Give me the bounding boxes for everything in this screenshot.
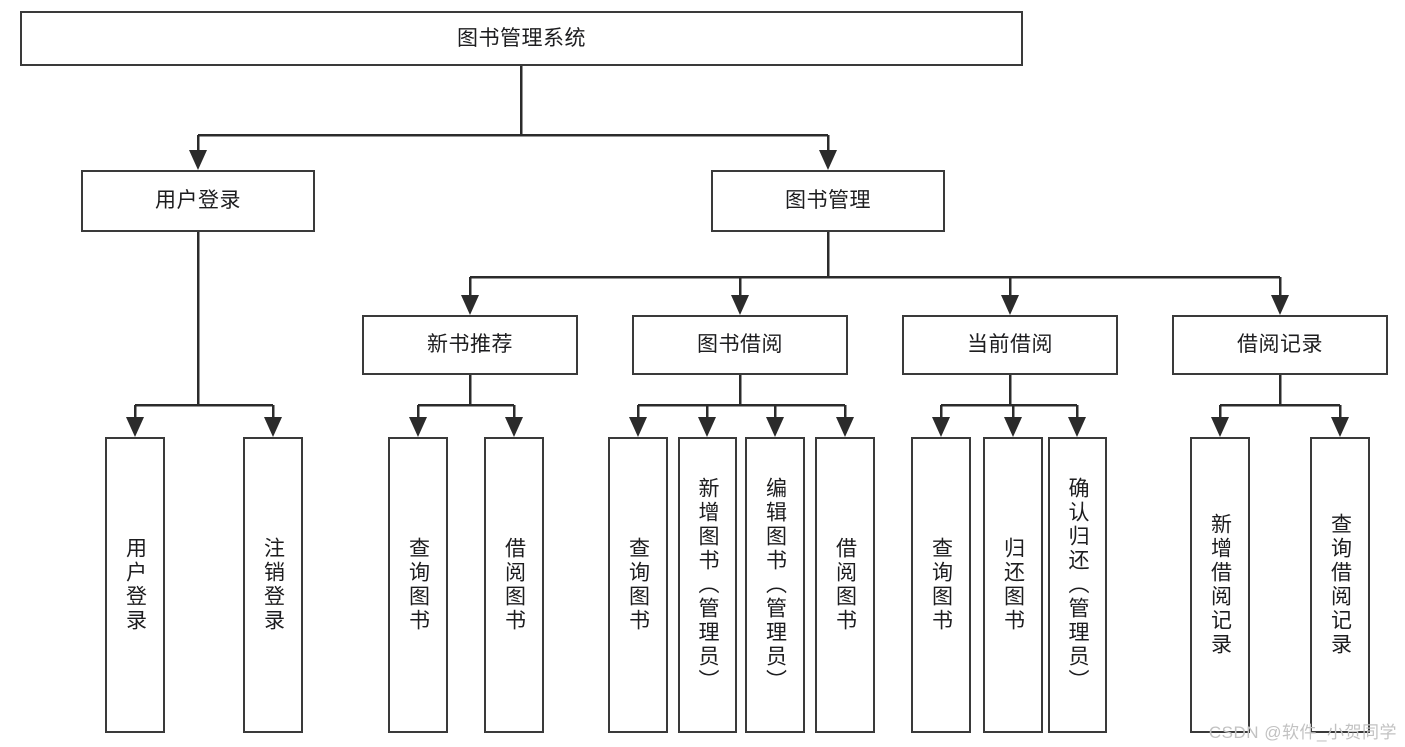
edge-arrowhead-borrow-record-to-leaves-1 bbox=[1331, 417, 1349, 437]
edge-arrowhead-borrow-record-to-leaves-0 bbox=[1211, 417, 1229, 437]
edge-arrowhead-book-borrow-to-leaves-0 bbox=[629, 417, 647, 437]
node-label-book-manage: 图书管理 bbox=[785, 189, 871, 213]
node-leaf-query-record[interactable]: 查询借阅记录 bbox=[1310, 437, 1370, 733]
node-label-borrow-record: 借阅记录 bbox=[1237, 333, 1323, 357]
node-leaf-query-book-3[interactable]: 查询图书 bbox=[911, 437, 971, 733]
node-current-borrow[interactable]: 当前借阅 bbox=[902, 315, 1118, 375]
node-leaf-confirm-return[interactable]: 确认归还（管理员） bbox=[1048, 437, 1107, 733]
node-label-leaf-query-record: 查询借阅记录 bbox=[1328, 513, 1352, 657]
edge-arrowhead-new-book-recommend-to-leaves-1 bbox=[505, 417, 523, 437]
node-label-leaf-borrow-book-1: 借阅图书 bbox=[502, 537, 526, 633]
node-book-borrow[interactable]: 图书借阅 bbox=[632, 315, 848, 375]
node-leaf-user-login[interactable]: 用户登录 bbox=[105, 437, 165, 733]
edge-arrowhead-book-borrow-to-leaves-2 bbox=[766, 417, 784, 437]
watermark-label: CSDN @软件_小贺同学 bbox=[1208, 723, 1397, 742]
node-book-manage[interactable]: 图书管理 bbox=[711, 170, 945, 232]
node-label-leaf-query-book-1: 查询图书 bbox=[406, 537, 430, 633]
node-label-new-book-recommend: 新书推荐 bbox=[427, 333, 513, 357]
node-leaf-query-book-1[interactable]: 查询图书 bbox=[388, 437, 448, 733]
node-borrow-record[interactable]: 借阅记录 bbox=[1172, 315, 1388, 375]
edge-arrowhead-book-manage-to-level3-1 bbox=[731, 295, 749, 315]
node-label-user-login: 用户登录 bbox=[155, 189, 241, 213]
edge-arrowhead-book-manage-to-level3-2 bbox=[1001, 295, 1019, 315]
edge-arrowhead-current-borrow-to-leaves-2 bbox=[1068, 417, 1086, 437]
node-label-leaf-add-record: 新增借阅记录 bbox=[1208, 513, 1232, 657]
edge-arrowhead-root-to-level2-1 bbox=[819, 150, 837, 170]
node-label-current-borrow: 当前借阅 bbox=[967, 333, 1053, 357]
node-label-leaf-user-logout: 注销登录 bbox=[261, 537, 285, 633]
node-leaf-add-book[interactable]: 新增图书（管理员） bbox=[678, 437, 737, 733]
node-leaf-add-record[interactable]: 新增借阅记录 bbox=[1190, 437, 1250, 733]
edge-arrowhead-user-login-to-leaves-0 bbox=[126, 417, 144, 437]
node-leaf-return-book[interactable]: 归还图书 bbox=[983, 437, 1043, 733]
edge-arrowhead-current-borrow-to-leaves-0 bbox=[932, 417, 950, 437]
edge-arrowhead-book-manage-to-level3-0 bbox=[461, 295, 479, 315]
node-label-leaf-query-book-2: 查询图书 bbox=[626, 537, 650, 633]
edge-arrowhead-book-manage-to-level3-3 bbox=[1271, 295, 1289, 315]
node-root[interactable]: 图书管理系统 bbox=[20, 11, 1023, 66]
node-label-book-borrow: 图书借阅 bbox=[697, 333, 783, 357]
node-label-leaf-confirm-return: 确认归还（管理员） bbox=[1066, 477, 1089, 693]
edge-arrowhead-root-to-level2-0 bbox=[189, 150, 207, 170]
node-leaf-edit-book[interactable]: 编辑图书（管理员） bbox=[745, 437, 805, 733]
node-leaf-query-book-2[interactable]: 查询图书 bbox=[608, 437, 668, 733]
edge-arrowhead-user-login-to-leaves-1 bbox=[264, 417, 282, 437]
edge-arrowhead-new-book-recommend-to-leaves-0 bbox=[409, 417, 427, 437]
edge-arrowhead-book-borrow-to-leaves-3 bbox=[836, 417, 854, 437]
node-label-leaf-user-login: 用户登录 bbox=[123, 537, 147, 633]
edge-arrowhead-book-borrow-to-leaves-1 bbox=[698, 417, 716, 437]
edge-arrowhead-current-borrow-to-leaves-1 bbox=[1004, 417, 1022, 437]
node-leaf-borrow-book-1[interactable]: 借阅图书 bbox=[484, 437, 544, 733]
node-label-leaf-query-book-3: 查询图书 bbox=[929, 537, 953, 633]
node-label-leaf-return-book: 归还图书 bbox=[1001, 537, 1025, 633]
node-leaf-user-logout[interactable]: 注销登录 bbox=[243, 437, 303, 733]
node-label-leaf-borrow-book-2: 借阅图书 bbox=[833, 537, 857, 633]
node-leaf-borrow-book-2[interactable]: 借阅图书 bbox=[815, 437, 875, 733]
node-label-leaf-edit-book: 编辑图书（管理员） bbox=[763, 477, 787, 693]
node-label-leaf-add-book: 新增图书（管理员） bbox=[696, 477, 719, 693]
node-label-root: 图书管理系统 bbox=[457, 26, 586, 50]
node-new-book-recommend[interactable]: 新书推荐 bbox=[362, 315, 578, 375]
node-user-login[interactable]: 用户登录 bbox=[81, 170, 315, 232]
